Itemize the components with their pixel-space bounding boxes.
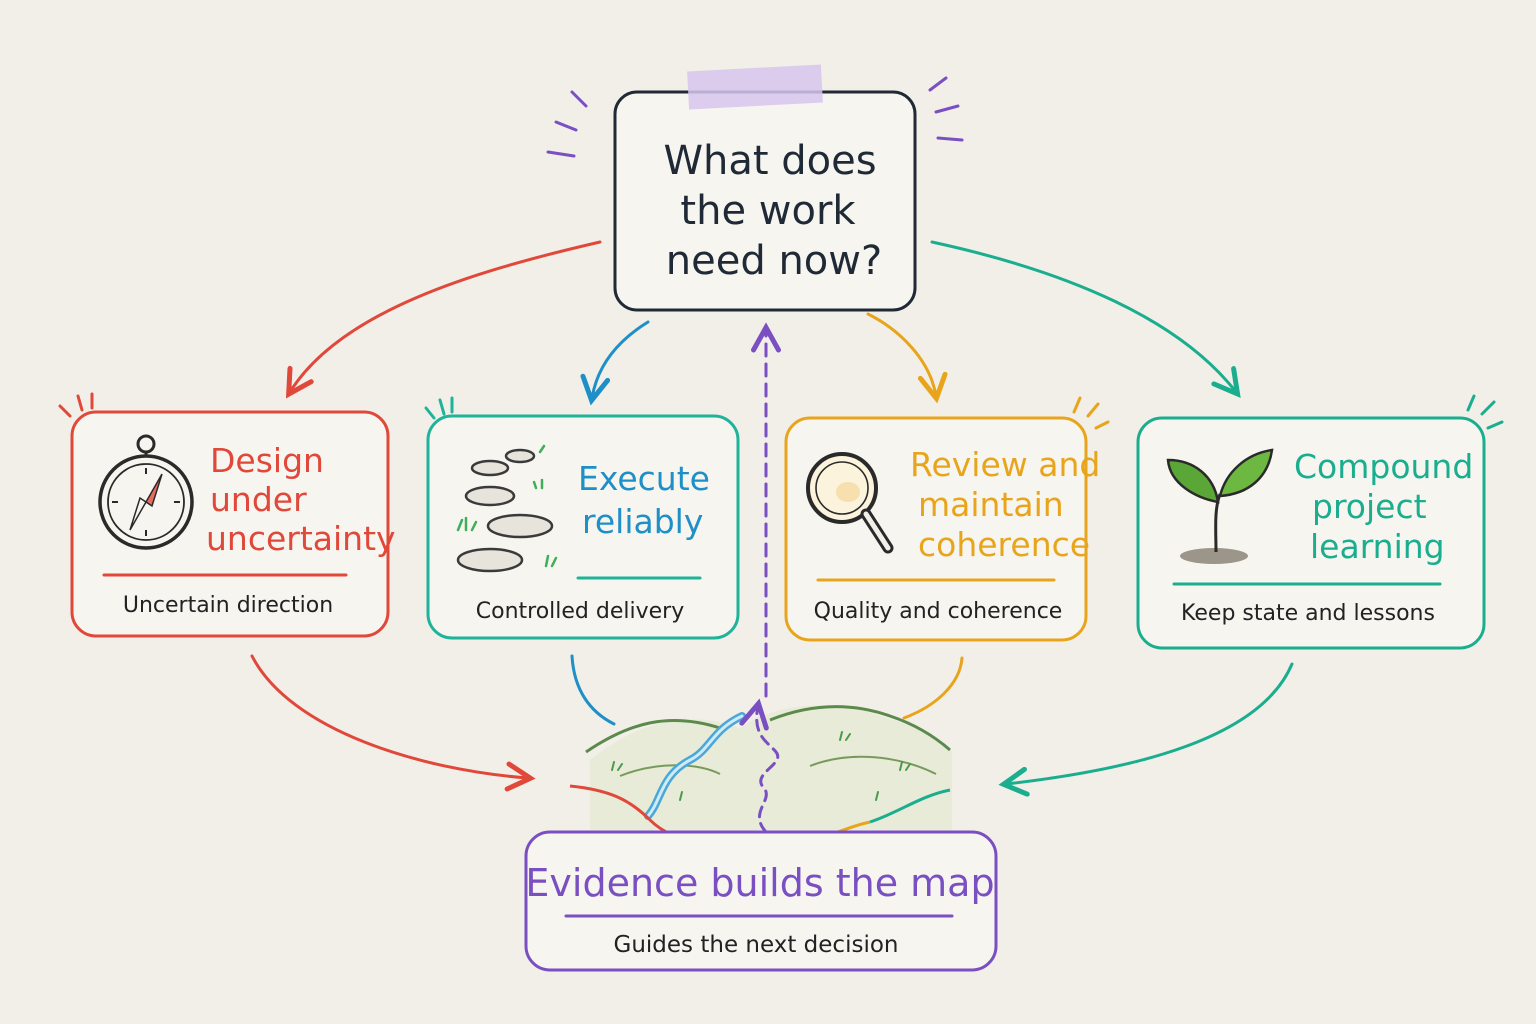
arrow-center-to-execute xyxy=(592,320,650,398)
sprout-icon xyxy=(1166,448,1274,564)
card-design-title-line-3: uncertainty xyxy=(206,519,396,558)
evidence-title: Evidence builds the map xyxy=(525,861,994,905)
card-compound-title-line-2: project xyxy=(1312,487,1427,526)
card-design-title-line-1: Design xyxy=(210,441,324,480)
card-review-and-maintain-coherence: Review and maintain coherence Quality an… xyxy=(784,396,1110,642)
stepping-stones-icon xyxy=(456,448,554,573)
card-design-under-uncertainty: Design under uncertainty Uncertain direc… xyxy=(58,392,396,638)
card-execute-title-line-2: reliably xyxy=(582,502,703,541)
grass-icon xyxy=(456,444,558,568)
central-question-line-3: need now? xyxy=(666,238,882,284)
central-question-line-1: What does xyxy=(663,138,876,184)
card-execute-ticks xyxy=(424,396,454,420)
emphasis-ticks-right xyxy=(928,76,964,142)
tape-decoration xyxy=(687,64,823,110)
compass-icon xyxy=(98,434,194,550)
card-review-title-line-3: coherence xyxy=(918,525,1090,564)
card-review-title-line-1: Review and xyxy=(910,445,1100,484)
card-compound-subtitle: Keep state and lessons xyxy=(1181,601,1435,626)
card-review-title-line-2: maintain xyxy=(918,485,1064,524)
magnifier-icon xyxy=(806,452,894,554)
evidence-subtitle: Guides the next decision xyxy=(614,932,899,958)
card-execute-subtitle: Controlled delivery xyxy=(476,599,684,624)
card-execute-title-line-1: Execute xyxy=(578,459,710,498)
card-compound-ticks xyxy=(1466,394,1504,430)
central-question-box: What does the work need now? xyxy=(546,64,964,312)
card-execute-reliably: Execute reliably Controlled delivery xyxy=(424,396,740,640)
arrow-center-to-review xyxy=(866,312,936,396)
arrow-design-to-map xyxy=(250,654,528,778)
card-compound-project-learning: Compound project learning Keep state and… xyxy=(1136,394,1504,650)
card-review-subtitle: Quality and coherence xyxy=(814,599,1063,624)
card-review-ticks xyxy=(1072,396,1110,430)
card-compound-title-line-3: learning xyxy=(1310,527,1445,566)
arrow-compound-to-map xyxy=(1006,662,1294,784)
card-design-ticks xyxy=(58,392,94,418)
arrow-center-to-compound xyxy=(930,240,1236,392)
central-question-line-2: the work xyxy=(680,188,856,234)
feedback-dashed-path-lower xyxy=(757,706,780,834)
evidence-box: Evidence builds the map Guides the next … xyxy=(524,830,998,972)
arrow-center-to-design xyxy=(290,240,602,392)
emphasis-ticks-left xyxy=(546,90,588,158)
connector-review-to-map xyxy=(902,656,964,720)
connector-execute-to-map xyxy=(570,654,616,726)
card-compound-title-line-1: Compound xyxy=(1294,447,1473,486)
card-design-title-line-2: under xyxy=(210,480,307,519)
card-design-subtitle: Uncertain direction xyxy=(123,593,333,618)
